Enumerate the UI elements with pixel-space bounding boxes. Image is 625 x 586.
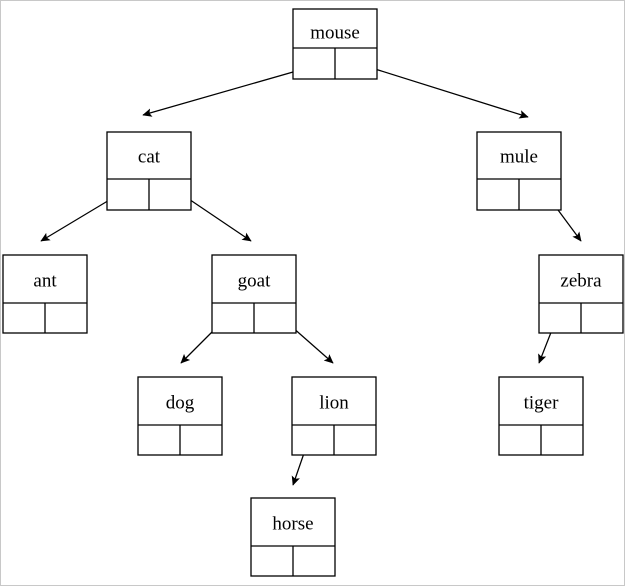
node-label-lion: lion [319, 392, 349, 413]
tree-node-horse[interactable]: horse [250, 497, 336, 577]
node-label-zebra: zebra [560, 270, 602, 291]
node-label-mule: mule [500, 146, 538, 167]
tree-node-tiger[interactable]: tiger [498, 376, 584, 456]
tree-node-mouse[interactable]: mouse [292, 8, 378, 80]
tree-edge-mouse-to-cat [142, 63, 322, 117]
node-label-cat: cat [138, 146, 161, 167]
node-label-tiger: tiger [524, 392, 559, 413]
node-label-goat: goat [238, 270, 271, 291]
node-box-dog [137, 376, 223, 456]
node-label-horse: horse [272, 513, 313, 534]
tree-node-dog[interactable]: dog [137, 376, 223, 456]
node-label-mouse: mouse [310, 22, 360, 43]
nodes-layer: mouse cat mule ant goat zebra dog lion tiger hors… [2, 8, 624, 577]
tree-node-cat[interactable]: cat [106, 131, 192, 211]
tree-node-goat[interactable]: goat [211, 254, 297, 334]
tree-node-zebra[interactable]: zebra [538, 254, 624, 334]
tree-edge-mouse-to-mule [358, 63, 529, 119]
tree-node-mule[interactable]: mule [476, 131, 562, 211]
node-label-dog: dog [166, 392, 195, 413]
node-label-ant: ant [33, 270, 57, 291]
tree-node-ant[interactable]: ant [2, 254, 88, 334]
tree-node-lion[interactable]: lion [291, 376, 377, 456]
